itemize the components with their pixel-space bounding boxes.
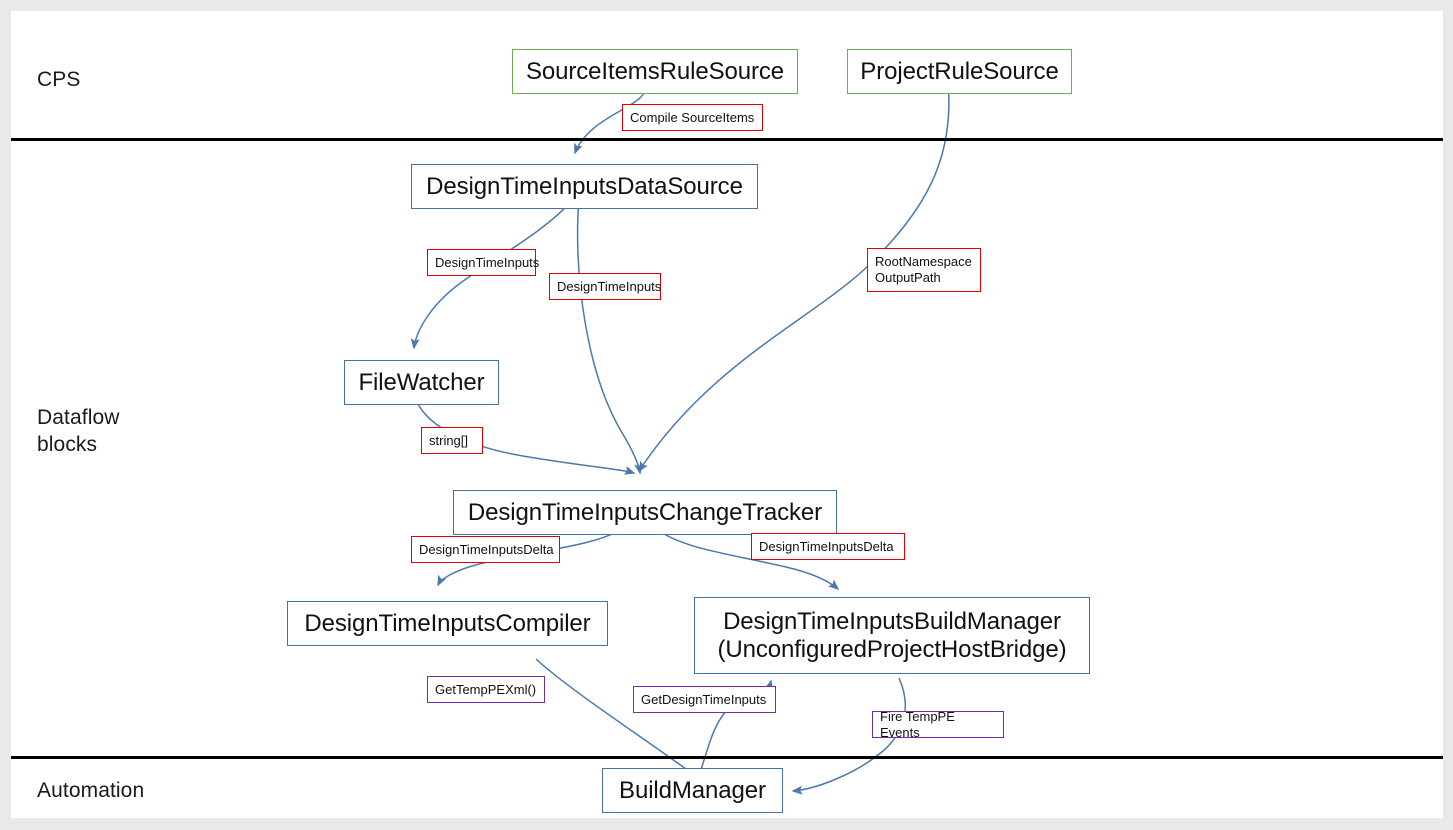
node-label: DesignTimeInputsBuildManager (Unconfigur…	[717, 608, 1067, 663]
edge-label-text: DesignTimeInputs	[557, 278, 662, 294]
edge-label-text: Compile SourceItems	[630, 109, 755, 125]
edge-label-text: DesignTimeInputsDelta	[419, 541, 554, 557]
node-label: FileWatcher	[358, 368, 485, 396]
edge-compiler-to-build-manager	[535, 658, 699, 778]
swimlane-label-cps: CPS	[37, 68, 81, 91]
edge-label-text: RootNamespace OutputPath	[875, 254, 972, 285]
edge-label-design-time-inputs-delta-2: DesignTimeInputsDelta	[751, 533, 905, 560]
node-design-time-inputs-build-manager[interactable]: DesignTimeInputsBuildManager (Unconfigur…	[694, 597, 1090, 674]
node-label: SourceItemsRuleSource	[525, 57, 785, 85]
divider-cps-dataflow	[11, 138, 1443, 141]
node-design-time-inputs-data-source[interactable]: DesignTimeInputsDataSource	[411, 164, 758, 209]
edge-label-text: DesignTimeInputs	[435, 254, 540, 270]
edge-label-text: DesignTimeInputsDelta	[759, 538, 894, 554]
edge-label-fire-temp-pe-events: Fire TempPE Events	[872, 708, 1004, 740]
node-design-time-inputs-compiler[interactable]: DesignTimeInputsCompiler	[287, 601, 608, 646]
edge-label-design-time-inputs-2: DesignTimeInputs	[549, 273, 661, 300]
node-label: ProjectRuleSource	[860, 57, 1059, 85]
edge-label-text: GetDesignTimeInputs	[641, 691, 767, 707]
swimlane-label-automation: Automation	[37, 779, 145, 802]
node-file-watcher[interactable]: FileWatcher	[344, 360, 499, 405]
node-label: DesignTimeInputsCompiler	[304, 609, 591, 637]
edge-label-design-time-inputs-1: DesignTimeInputs	[427, 249, 540, 276]
node-label: BuildManager	[619, 776, 766, 804]
node-design-time-inputs-change-tracker[interactable]: DesignTimeInputsChangeTracker	[453, 490, 837, 535]
edge-label-get-temp-pe-xml: GetTempPEXml()	[427, 676, 545, 703]
edge-label-root-namespace-output-path: RootNamespace OutputPath	[867, 248, 981, 292]
edge-label-text: GetTempPEXml()	[435, 681, 537, 697]
node-label: DesignTimeInputsDataSource	[426, 172, 743, 200]
diagram-canvas: CPS Dataflow blocks Automation	[11, 11, 1443, 818]
divider-dataflow-automation	[11, 756, 1443, 759]
edge-data-source-to-change-tracker	[576, 197, 644, 475]
edge-label-design-time-inputs-delta-1: DesignTimeInputsDelta	[411, 536, 560, 563]
node-build-manager[interactable]: BuildManager	[602, 768, 783, 813]
edge-label-string-array: string[]	[421, 427, 483, 454]
edge-label-compile-source-items: Compile SourceItems	[622, 104, 763, 131]
edge-label-text: Fire TempPE Events	[880, 708, 955, 740]
node-label: DesignTimeInputsChangeTracker	[467, 498, 823, 526]
edge-label-get-design-time-inputs: GetDesignTimeInputs	[633, 686, 776, 713]
edge-label-text: string[]	[429, 432, 469, 448]
swimlane-label-dataflow: Dataflow blocks	[37, 406, 120, 456]
node-source-items-rule-source[interactable]: SourceItemsRuleSource	[512, 49, 798, 94]
node-project-rule-source[interactable]: ProjectRuleSource	[847, 49, 1072, 94]
